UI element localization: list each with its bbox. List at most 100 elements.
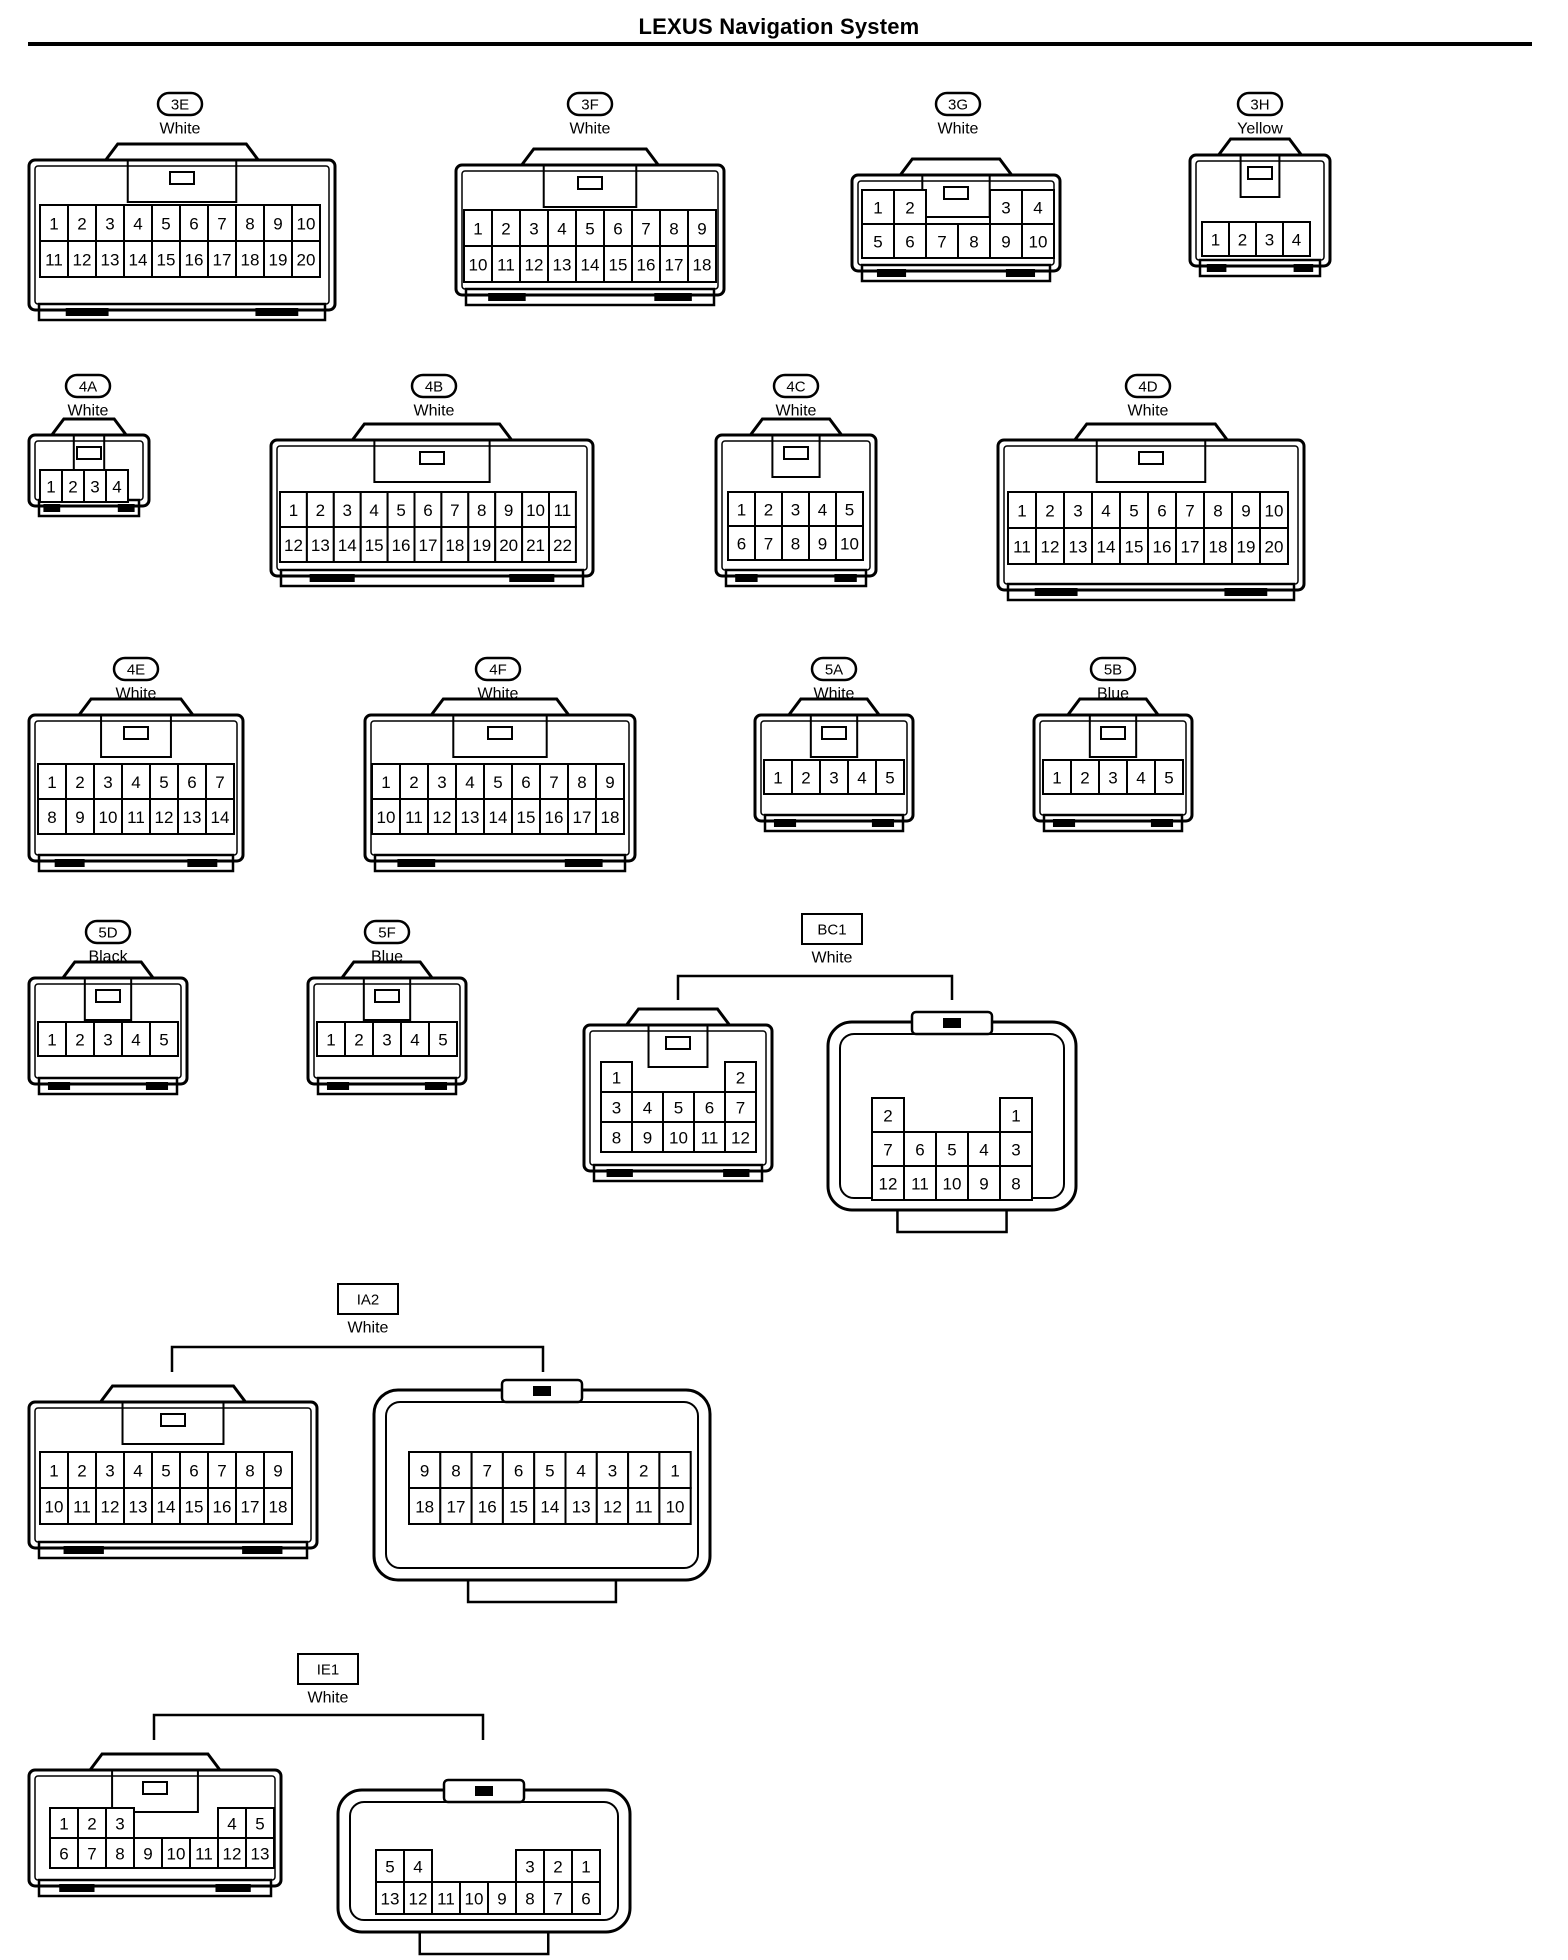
pin-number: 6 (613, 220, 622, 239)
pin-number: 1 (1011, 1107, 1020, 1126)
connector-color: Black (88, 949, 128, 966)
pin-number: 5 (385, 1858, 394, 1877)
connector-id: 4D (1138, 379, 1157, 396)
pin-number: 5 (438, 1031, 447, 1050)
connector-color: White (308, 1690, 349, 1707)
pin-number: 5 (585, 220, 594, 239)
pin-number: 2 (883, 1107, 892, 1126)
pin-number: 1 (581, 1858, 590, 1877)
pin-number: 8 (525, 1890, 534, 1909)
connector-label: 4B White (410, 373, 458, 420)
pin-number: 12 (525, 256, 544, 275)
title-rule (28, 42, 1532, 46)
pin-number: 18 (241, 251, 260, 270)
pin-number: 15 (609, 256, 628, 275)
pin-number: 18 (693, 256, 712, 275)
pin-number: 6 (189, 215, 198, 234)
connector-label: 5D Black (84, 919, 132, 966)
pin-number: 4 (643, 1099, 652, 1118)
pin-number: 2 (553, 1858, 562, 1877)
pin-number: 4 (557, 220, 566, 239)
pin-number: 9 (75, 808, 84, 827)
pin-number: 6 (905, 233, 914, 252)
pin-number: 11 (701, 1129, 719, 1148)
pin-number: 4 (1101, 502, 1110, 521)
pin-number: 12 (603, 1498, 622, 1517)
connector-color: White (570, 121, 611, 138)
pin-number: 20 (499, 536, 518, 555)
pin-number: 10 (840, 535, 859, 554)
pin-number: 8 (969, 233, 978, 252)
pin-number: 15 (1125, 538, 1144, 557)
pin-number: 13 (129, 1498, 148, 1517)
pin-number: 5 (161, 1462, 170, 1481)
pin-number: 10 (666, 1498, 685, 1517)
pin-number: 9 (504, 501, 513, 520)
pin-number: 8 (577, 773, 586, 792)
pin-number: 4 (1292, 231, 1301, 250)
connector-id: IA2 (357, 1292, 380, 1309)
pin-number: 3 (437, 773, 446, 792)
pin-number: 5 (873, 233, 882, 252)
pin-number: 1 (49, 215, 58, 234)
pin-number: 16 (478, 1498, 497, 1517)
pin-number: 8 (47, 808, 56, 827)
pin-number: 22 (553, 536, 572, 555)
connector-color: White (812, 950, 853, 967)
pin-number: 4 (131, 1031, 140, 1050)
pin-number: 4 (410, 1031, 419, 1050)
pin-number: 20 (297, 251, 316, 270)
pin-number: 10 (99, 808, 118, 827)
pin-number: 14 (540, 1498, 559, 1517)
pin-number: 4 (133, 1462, 142, 1481)
connector-id: 4B (425, 379, 443, 396)
pin-number: 4 (112, 478, 121, 497)
pin-number: 19 (269, 251, 288, 270)
pin-number: 15 (157, 251, 176, 270)
connector-id: BC1 (817, 922, 846, 939)
pin-number: 1 (473, 220, 482, 239)
connector-id: 5D (98, 925, 117, 942)
pin-number: 8 (1011, 1175, 1020, 1194)
pin-number: 11 (497, 256, 515, 275)
connector-color: White (478, 686, 519, 703)
pin-number: 8 (612, 1129, 621, 1148)
pin-number: 1 (1211, 231, 1220, 250)
pin-number: 6 (423, 501, 432, 520)
pin-number: 12 (101, 1498, 120, 1517)
connector-id: 4F (489, 662, 507, 679)
pin-number: 9 (643, 1129, 652, 1148)
pin-number: 7 (217, 215, 226, 234)
pin-number: 14 (581, 256, 600, 275)
pin-number: 8 (245, 215, 254, 234)
pin-number: 7 (87, 1845, 96, 1864)
pin-number: 12 (155, 808, 174, 827)
pin-number: 12 (284, 536, 303, 555)
connector-color: Blue (371, 949, 403, 966)
connector-color: White (814, 686, 855, 703)
pin-number: 16 (1153, 538, 1172, 557)
pin-number: 9 (273, 215, 282, 234)
pin-number: 6 (705, 1099, 714, 1118)
pin-number: 11 (127, 808, 145, 827)
pin-number: 3 (525, 1858, 534, 1877)
pin-number: 2 (77, 215, 86, 234)
pin-number: 5 (545, 1462, 554, 1481)
pin-number: 3 (115, 1815, 124, 1834)
connector-id: 5B (1104, 662, 1122, 679)
pin-number: 2 (77, 1462, 86, 1481)
pin-number: 1 (670, 1462, 679, 1481)
connector-color: White (414, 403, 455, 420)
pin-number: 4 (413, 1858, 422, 1877)
pin-number: 1 (326, 1031, 335, 1050)
pin-number: 18 (415, 1498, 434, 1517)
